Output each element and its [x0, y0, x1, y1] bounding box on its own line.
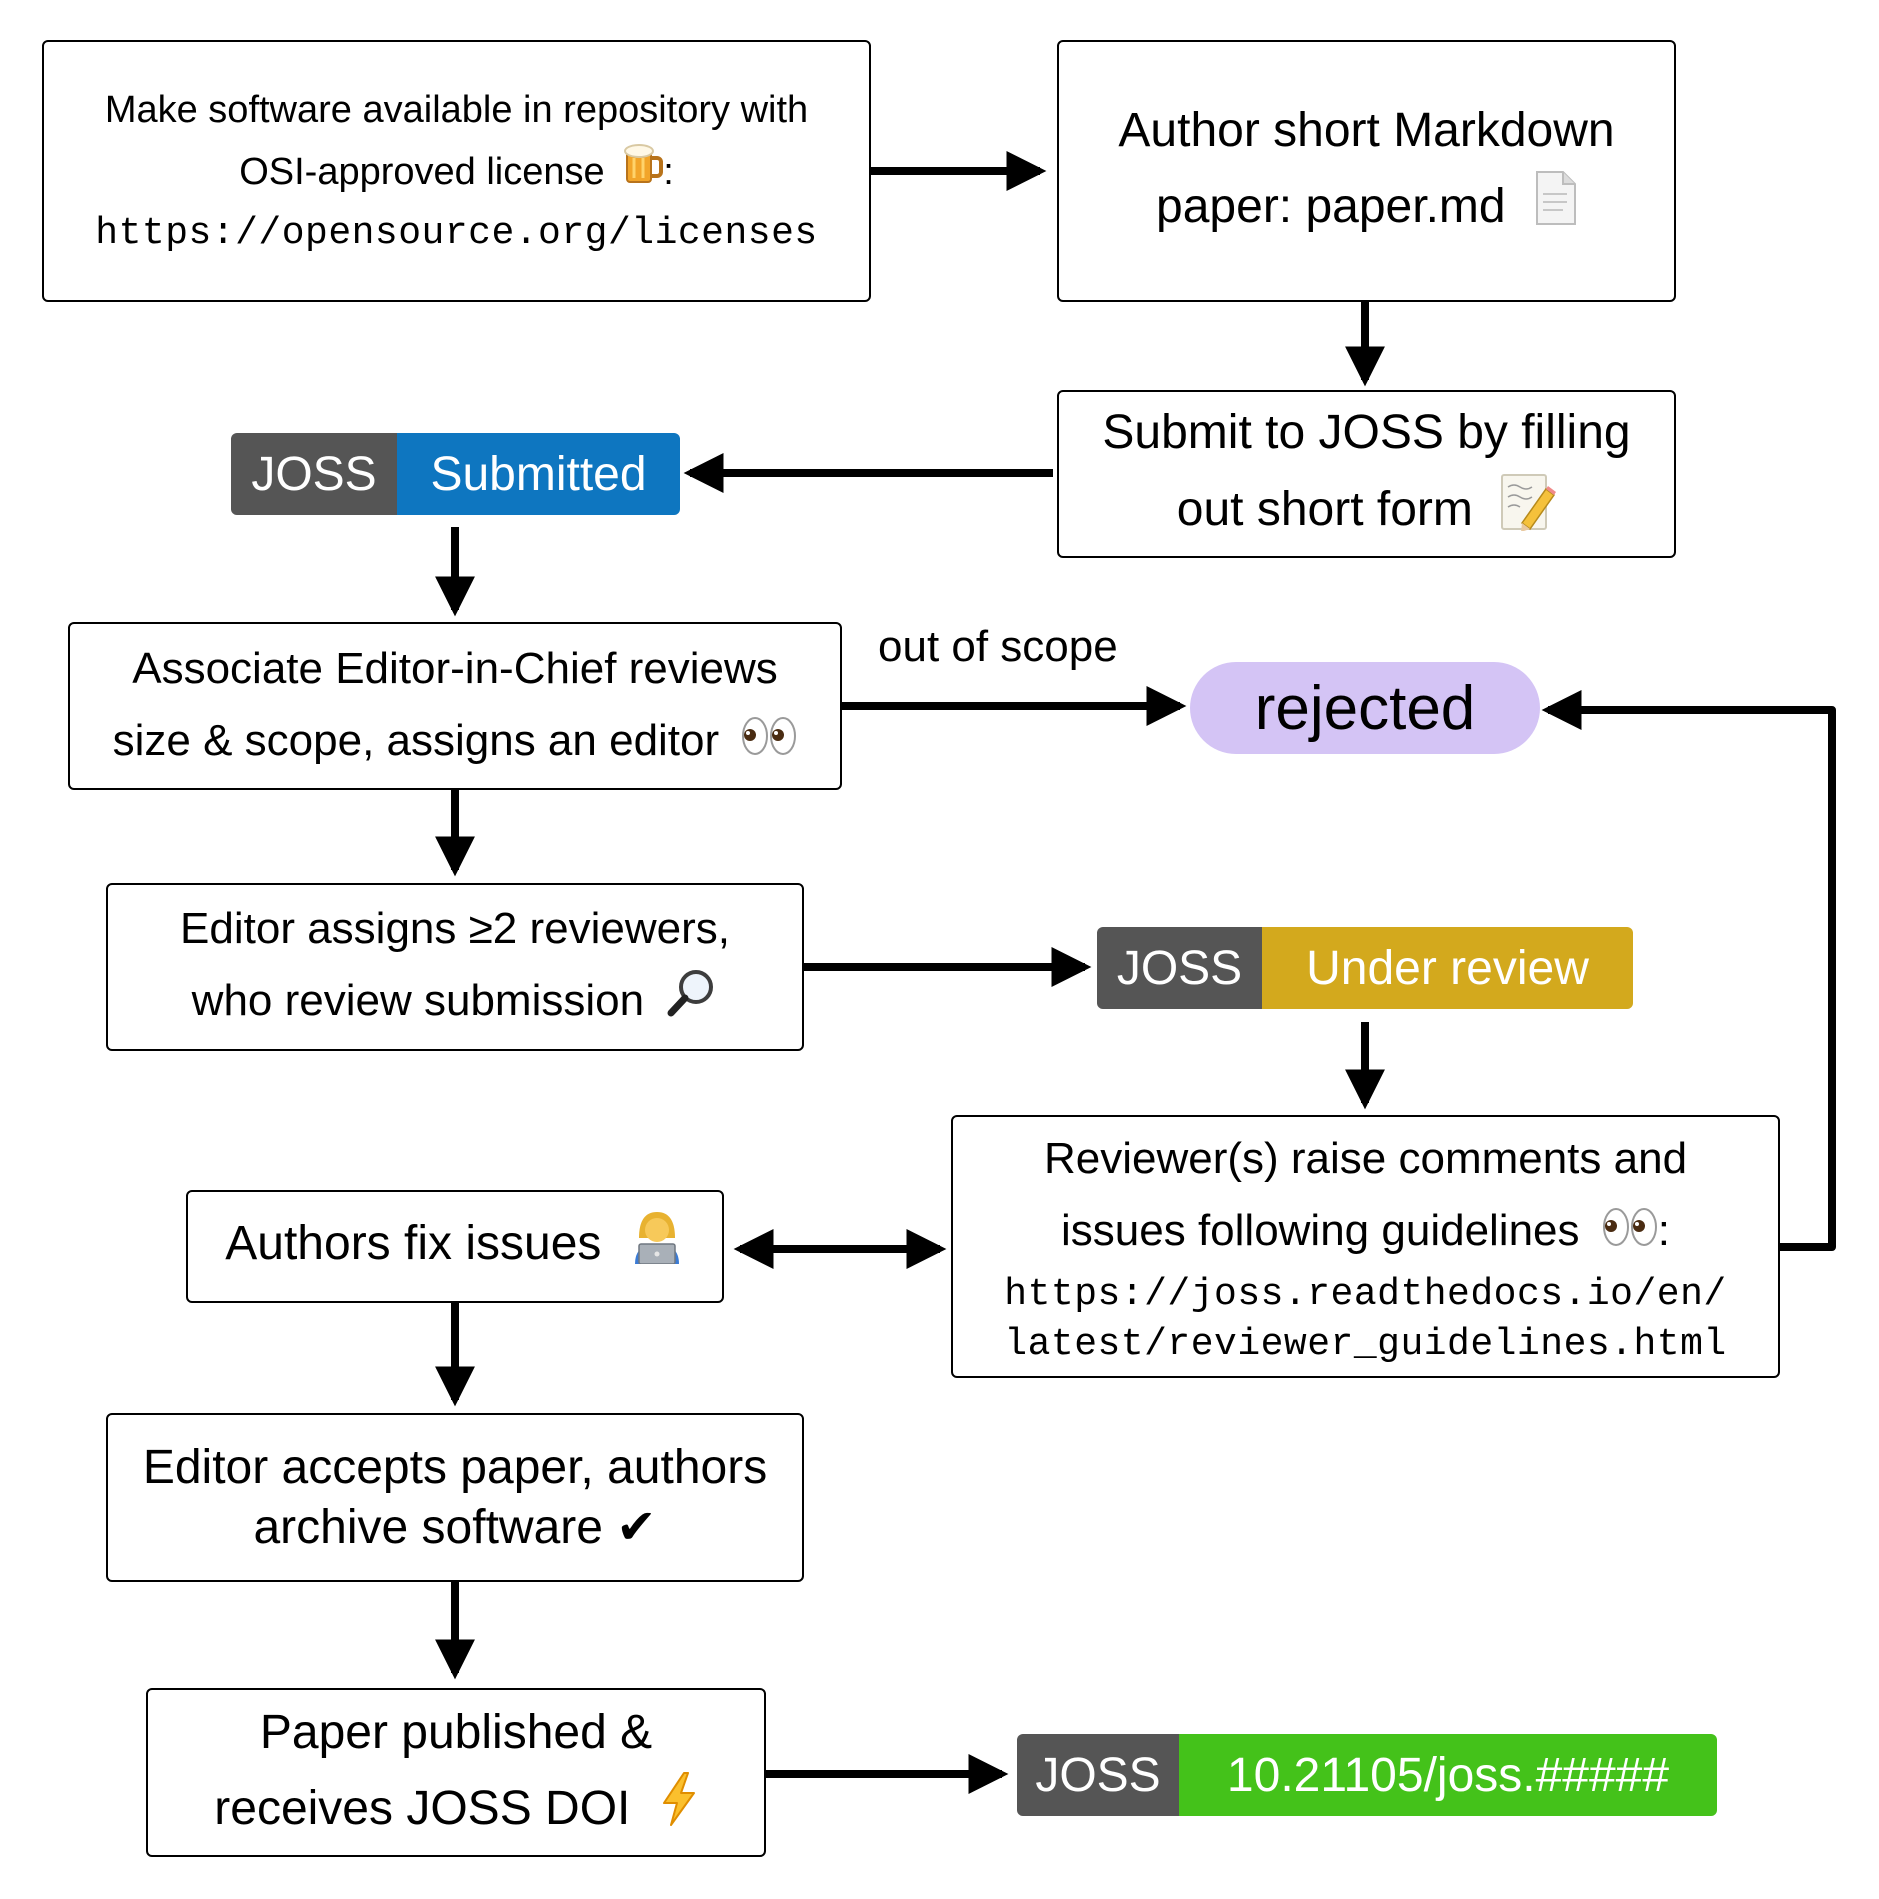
reviewers-comment-line2: issues following guidelines: [1061, 1206, 1580, 1256]
editor-assigns-line1: Editor assigns ≥2 reviewers,: [180, 904, 730, 954]
submit-form-line2: out short form: [1176, 482, 1473, 536]
make-software-line2: OSI-approved license: [239, 150, 605, 193]
editor-assigns-line2: who review submission: [191, 976, 645, 1026]
rejected-label: rejected: [1254, 673, 1476, 743]
lightning-icon: [658, 1771, 698, 1850]
reviewers-comment-line1: Reviewer(s) raise comments and: [1043, 1134, 1688, 1184]
published-line2: receives JOSS DOI: [214, 1781, 631, 1835]
under-review-badge-status: Under review: [1306, 941, 1589, 995]
author-paper-box: Author short Markdown paper: paper.md: [1057, 40, 1676, 302]
author-paper-line1: Author short Markdown: [1118, 104, 1615, 158]
osi-licenses-url[interactable]: https://opensource.org/licenses: [95, 212, 818, 256]
published-box: Paper published & receives JOSS DOI: [146, 1688, 766, 1857]
authors-fix-line1: Authors fix issues: [225, 1217, 602, 1271]
person-laptop-icon: [629, 1208, 685, 1285]
eic-review-box: Associate Editor-in-Chief reviews size &…: [68, 622, 842, 790]
submitted-badge-joss: JOSS: [251, 447, 377, 501]
make-software-line1: Make software available in repository wi…: [104, 88, 809, 131]
eyes-icon: [1602, 1198, 1658, 1270]
submitted-badge-status: Submitted: [430, 447, 647, 501]
guidelines-url-part2[interactable]: latest/reviewer_guidelines.html: [1004, 1322, 1727, 1366]
published-line1: Paper published &: [259, 1705, 653, 1759]
out-of-scope-label: out of scope: [878, 622, 1118, 671]
editor-assigns-box: Editor assigns ≥2 reviewers, who review …: [106, 883, 804, 1051]
doi-badge-joss: JOSS: [1035, 1748, 1161, 1802]
submit-form-box: Submit to JOSS by filling out short form: [1057, 390, 1676, 558]
editor-accepts-line2: archive software ✔: [253, 1500, 657, 1554]
author-paper-line2: paper: paper.md: [1156, 180, 1506, 234]
make-software-colon: :: [663, 150, 674, 193]
guidelines-url-part1[interactable]: https://joss.readthedocs.io/en/: [1004, 1272, 1727, 1316]
reviewers-comment-colon: :: [1657, 1206, 1670, 1256]
document-icon: [1533, 170, 1577, 249]
magnifier-icon: [666, 967, 718, 1041]
memo-pencil-icon: [1500, 471, 1557, 554]
arrow-reviewers-to-rejected: [1541, 690, 1836, 1251]
doi-badge-value: 10.21105/joss.#####: [1226, 1748, 1670, 1802]
editor-accepts-box: Editor accepts paper, authors archive so…: [106, 1413, 804, 1582]
rejected-status-pill: rejected: [1190, 662, 1540, 754]
eic-review-line1: Associate Editor-in-Chief reviews: [132, 643, 778, 693]
authors-fix-box: Authors fix issues: [186, 1190, 724, 1303]
doi-status-badge: JOSS 10.21105/joss.#####: [1017, 1734, 1717, 1816]
submit-form-line1: Submit to JOSS by filling: [1102, 405, 1631, 459]
make-software-box: Make software available in repository wi…: [42, 40, 871, 302]
beer-mug-icon: [623, 142, 664, 205]
eic-review-line2: size & scope, assigns an editor: [112, 715, 720, 765]
under-review-status-badge: JOSS Under review: [1097, 927, 1633, 1009]
editor-accepts-line1: Editor accepts paper, authors: [142, 1440, 768, 1494]
reviewers-comment-box: Reviewer(s) raise comments and issues fo…: [951, 1115, 1780, 1378]
eyes-icon: [741, 707, 797, 779]
submitted-status-badge: JOSS Submitted: [231, 433, 680, 515]
under-review-badge-joss: JOSS: [1116, 941, 1243, 995]
